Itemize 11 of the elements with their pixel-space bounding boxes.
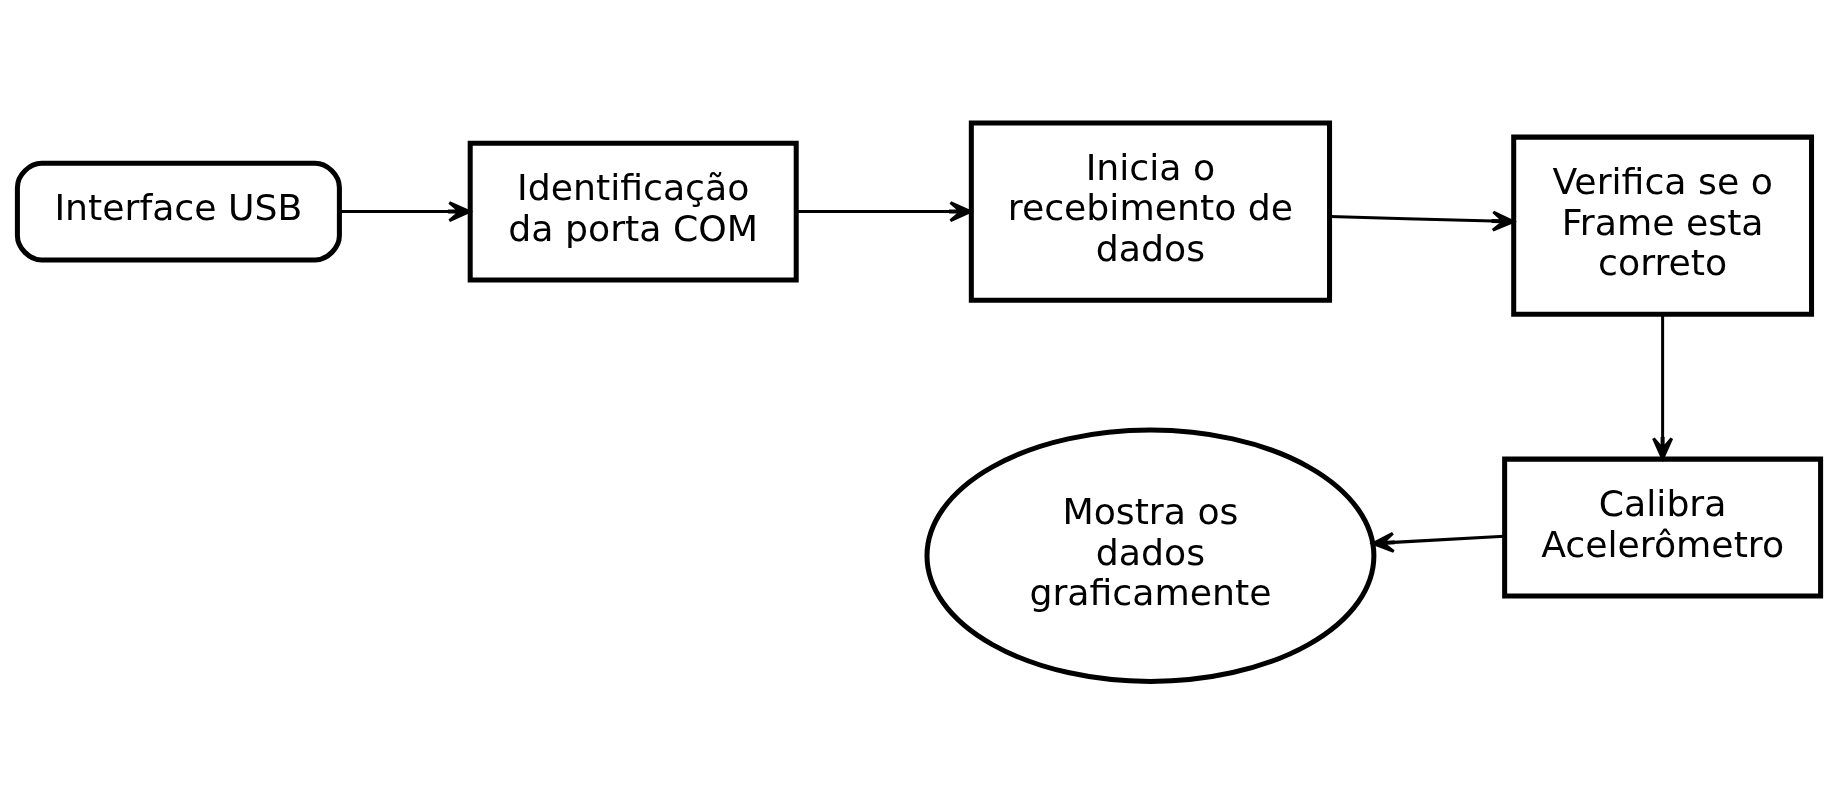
arrow [1652,314,1674,461]
arrow [340,201,472,223]
node-box: Calibra Acelerômetro [1502,456,1824,599]
node-ellipse: Mostra os dados graficamente [924,427,1377,684]
node-box: Identificação da porta COM [467,140,799,283]
arrow [1330,210,1515,232]
node-box: Inicia o recebimento de dados [968,120,1333,303]
node-box: Verifica se o Frame esta correto [1511,134,1815,317]
node-box: Interface USB [14,160,342,263]
arrow [1371,531,1505,553]
arrow [796,201,973,223]
